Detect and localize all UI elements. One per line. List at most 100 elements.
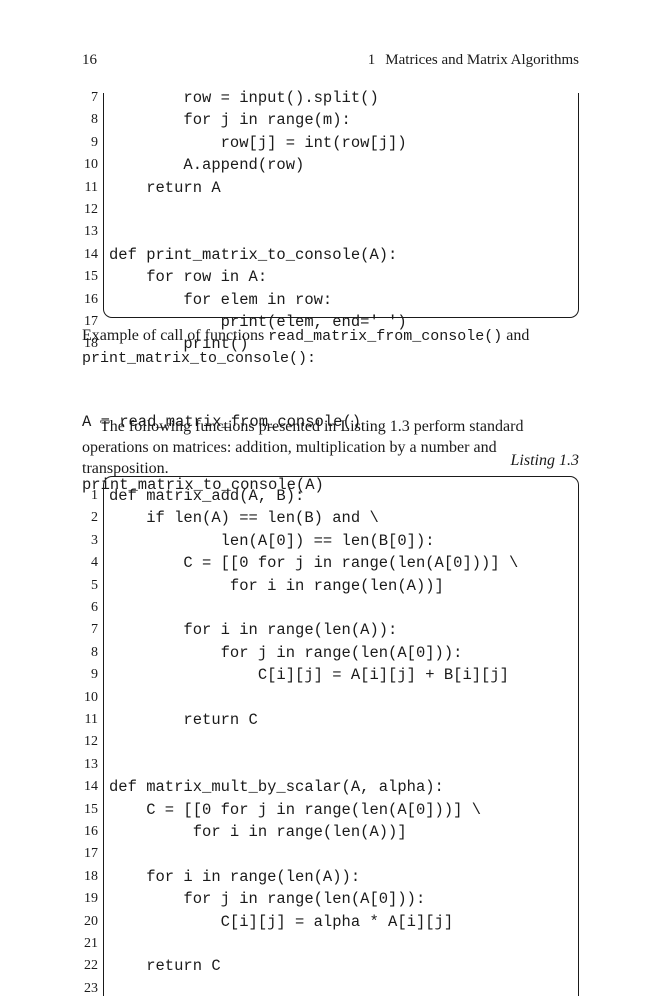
code-text: for j in range(len(A[0])):: [109, 643, 463, 662]
code-line: 6: [82, 597, 579, 619]
listing-frame-right: [578, 486, 579, 996]
code-line: 10: [82, 687, 579, 709]
listing-frame-left: [103, 486, 104, 996]
line-number: 20: [84, 913, 98, 929]
code-text: def matrix_add(A, B):: [109, 487, 305, 505]
line-number: 13: [84, 224, 98, 240]
chapter-title: Matrices and Matrix Algorithms: [385, 52, 579, 68]
function-name-print: print_matrix_to_console():: [82, 350, 317, 367]
code-line: 12: [82, 199, 579, 221]
code-line: 23: [82, 978, 579, 1000]
code-line: 16 for i in range(len(A))]: [82, 821, 579, 843]
code-text: row[j] = int(row[j]): [109, 133, 407, 152]
line-number: 22: [84, 958, 98, 974]
running-header: 16 1 Matrices and Matrix Algorithms: [82, 52, 579, 72]
code-text: def matrix_mult_by_scalar(A, alpha):: [109, 778, 444, 797]
line-number: 14: [84, 246, 98, 262]
code-text: for i in range(len(A))]: [109, 823, 407, 841]
line-number: 15: [84, 801, 98, 817]
code-line: 10 A.append(row): [82, 154, 579, 176]
code-text: C[i][j] = alpha * A[i][j]: [109, 912, 454, 931]
code-text: for j in range(m):: [109, 111, 351, 130]
code-line: 9 row[j] = int(row[j]): [82, 132, 579, 154]
code-text: return C: [109, 711, 258, 729]
code-line: 12: [82, 731, 579, 753]
code-text: for i in range(len(A)):: [109, 621, 398, 640]
running-title: 1 Matrices and Matrix Algorithms: [368, 52, 579, 69]
code-text: print(): [109, 335, 249, 354]
code-text: for row in A:: [109, 268, 268, 287]
example-sentence: Example of call of functions read_matrix…: [82, 325, 579, 369]
line-number: 18: [84, 336, 98, 352]
line-number: 1: [91, 488, 98, 503]
line-number: 12: [84, 202, 98, 217]
code-line: 1 def matrix_add(A, B):: [82, 485, 579, 507]
line-number: 5: [91, 577, 98, 593]
listing-frame-top: [103, 476, 579, 487]
code-text: for elem in row:: [109, 290, 333, 309]
line-number: 16: [84, 291, 98, 307]
code-line: 18 for i in range(len(A)):: [82, 866, 579, 888]
line-number: 14: [84, 779, 98, 795]
code-line: 7 for i in range(len(A)):: [82, 619, 579, 641]
code-text: if len(A) == len(B) and \: [109, 509, 379, 528]
line-number: 8: [91, 112, 98, 128]
chapter-number: 1: [367, 52, 376, 68]
code-text: print(elem, end=' '): [109, 313, 407, 331]
code-line: 17 print(elem, end=' '): [82, 311, 579, 333]
code-line: 18 print(): [82, 333, 579, 355]
page-number: 16: [82, 52, 97, 68]
code-line: 8 for j in range(len(A[0])):: [82, 642, 579, 664]
code-text: for j in range(len(A[0])):: [109, 890, 426, 909]
code-line: 13: [82, 754, 579, 776]
code-line: 17: [82, 843, 579, 865]
code-line: 14 def print_matrix_to_console(A):: [82, 244, 579, 266]
line-number: 7: [91, 622, 98, 638]
line-number: 16: [84, 824, 98, 839]
code-line: 20 C[i][j] = alpha * A[i][j]: [82, 911, 579, 933]
listing-frame-left: [103, 93, 104, 307]
code-line: 15 C = [[0 for j in range(len(A[0]))] \: [82, 799, 579, 821]
code-text: def print_matrix_to_console(A):: [109, 245, 398, 264]
line-number: 15: [84, 269, 98, 285]
code-line: 5 for i in range(len(A))]: [82, 575, 579, 597]
line-number: 13: [84, 756, 98, 772]
line-number: 2: [91, 510, 98, 526]
code-line: 8 for j in range(m):: [82, 109, 579, 131]
line-number: 12: [84, 734, 98, 750]
code-line: 11 return A: [82, 177, 579, 199]
line-number: 17: [84, 846, 98, 862]
line-number: 11: [84, 712, 98, 727]
code-text: return C: [109, 957, 221, 976]
code-listing-continued: 7 row = input().split()8 for j in range(…: [82, 87, 579, 353]
code-text: len(A[0]) == len(B[0]):: [109, 531, 435, 550]
code-line: 16 for elem in row:: [82, 289, 579, 311]
line-number: 7: [91, 90, 98, 105]
code-text: C = [[0 for j in range(len(A[0]))] \: [109, 800, 482, 819]
line-number: 18: [84, 868, 98, 884]
example-intro: Example of call of functions: [82, 327, 265, 344]
code-line: 11 return C: [82, 709, 579, 731]
example-code: A = read_matrix_from_console() print_mat…: [82, 370, 361, 517]
line-number: 9: [91, 667, 98, 683]
code-text: for i in range(len(A)):: [109, 867, 361, 886]
line-number: 10: [84, 689, 98, 705]
line-number: 17: [84, 314, 98, 329]
line-number: 3: [91, 532, 98, 548]
line-number: 6: [91, 600, 98, 615]
listing-frame-right: [578, 93, 579, 307]
code-text: C[i][j] = A[i][j] + B[i][j]: [109, 666, 509, 685]
example-code-line-1: A = read_matrix_from_console(): [82, 413, 362, 431]
line-number: 11: [84, 179, 98, 195]
code-line: 19 for j in range(len(A[0])):: [82, 888, 579, 910]
code-line: 13: [82, 221, 579, 243]
line-number: 21: [84, 936, 98, 951]
example-and: and: [506, 327, 530, 344]
code-text: for i in range(len(A))]: [109, 576, 444, 595]
code-text: return A: [109, 178, 221, 197]
listing-caption: Listing 1.3: [510, 452, 579, 469]
code-text: A.append(row): [109, 156, 305, 175]
example-code-line-2: print_matrix_to_console(A): [82, 476, 324, 494]
code-line: 2 if len(A) == len(B) and \: [82, 507, 579, 529]
code-listing-1-3: 1 def matrix_add(A, B): 2 if len(A) == len…: [82, 476, 579, 996]
